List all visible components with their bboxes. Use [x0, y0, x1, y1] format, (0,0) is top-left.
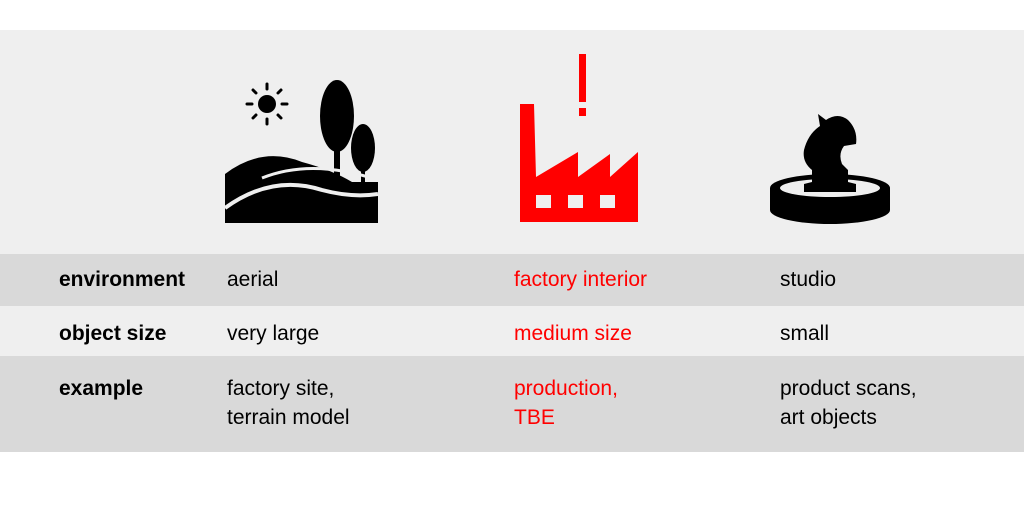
- example-aerial: factory site, terrain model: [227, 374, 350, 432]
- environment-row: environment aerial factory interior stud…: [0, 254, 1024, 306]
- environment-factory: factory interior: [514, 268, 648, 291]
- object-size-aerial: very large: [227, 322, 320, 345]
- example-factory: production, TBE: [514, 374, 618, 432]
- factory-alert-icon: [516, 52, 640, 224]
- example-aerial-line: terrain model: [227, 406, 350, 429]
- example-studio-line: art objects: [780, 406, 877, 429]
- object-size-factory: medium size: [514, 322, 632, 345]
- object-size-studio: small: [780, 322, 830, 345]
- environment-studio: studio: [780, 268, 837, 291]
- chess-knight-icon: [768, 104, 892, 226]
- row-label-environment: environment: [59, 268, 186, 291]
- landscape-icon: [222, 78, 378, 223]
- environment-aerial: aerial: [227, 268, 279, 291]
- row-label-object-size: object size: [59, 322, 167, 345]
- example-factory-line: production,: [514, 377, 618, 400]
- example-row: example factory site, terrain model prod…: [0, 356, 1024, 452]
- example-factory-line: TBE: [514, 406, 555, 429]
- example-aerial-line: factory site,: [227, 377, 335, 400]
- example-studio: product scans, art objects: [780, 374, 917, 432]
- example-studio-line: product scans,: [780, 377, 917, 400]
- row-label-example: example: [59, 377, 144, 400]
- object-size-row: object size very large medium size small: [0, 306, 1024, 356]
